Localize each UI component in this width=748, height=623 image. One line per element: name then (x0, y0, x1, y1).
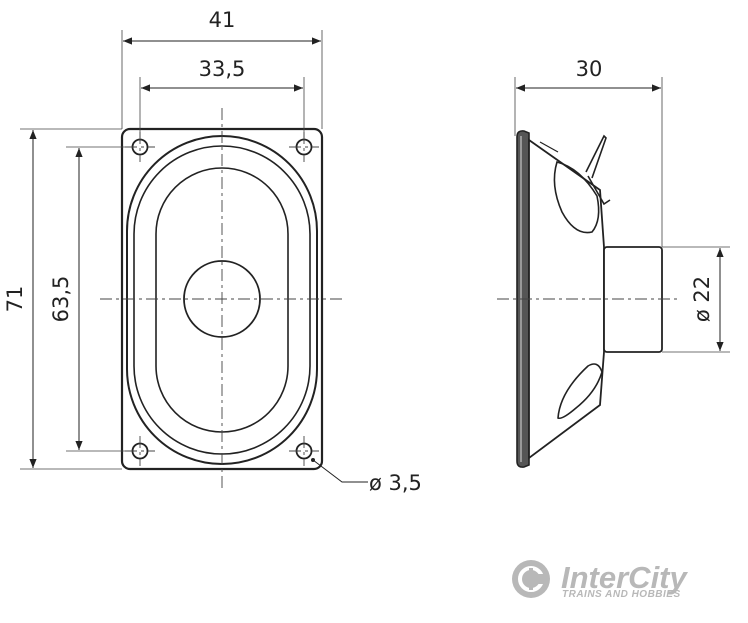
dim-height-holes: 63,5 (49, 276, 73, 323)
dim-width-overall: 41 (209, 8, 236, 32)
speaker-magnet (603, 246, 663, 353)
terminal-lug (585, 134, 611, 206)
side-view (497, 77, 730, 468)
front-view (20, 30, 368, 490)
dim-width-holes: 33,5 (199, 57, 246, 81)
basket-window-upper (553, 161, 600, 234)
basket-window-lower (557, 363, 603, 420)
dim-hole-diameter: ø 3,5 (369, 471, 422, 495)
dim-depth: 30 (576, 57, 603, 81)
dim-height-overall: 71 (3, 286, 27, 313)
dust-cap (183, 260, 261, 338)
logo-brand: InterCity (561, 560, 689, 595)
intercity-logo: InterCity TRAINS AND HOBBIES (512, 560, 689, 600)
hole-diameter-leader (312, 459, 368, 483)
dim-magnet-diameter: ø 22 (690, 276, 714, 322)
logo-tagline: TRAINS AND HOBBIES (562, 589, 681, 600)
